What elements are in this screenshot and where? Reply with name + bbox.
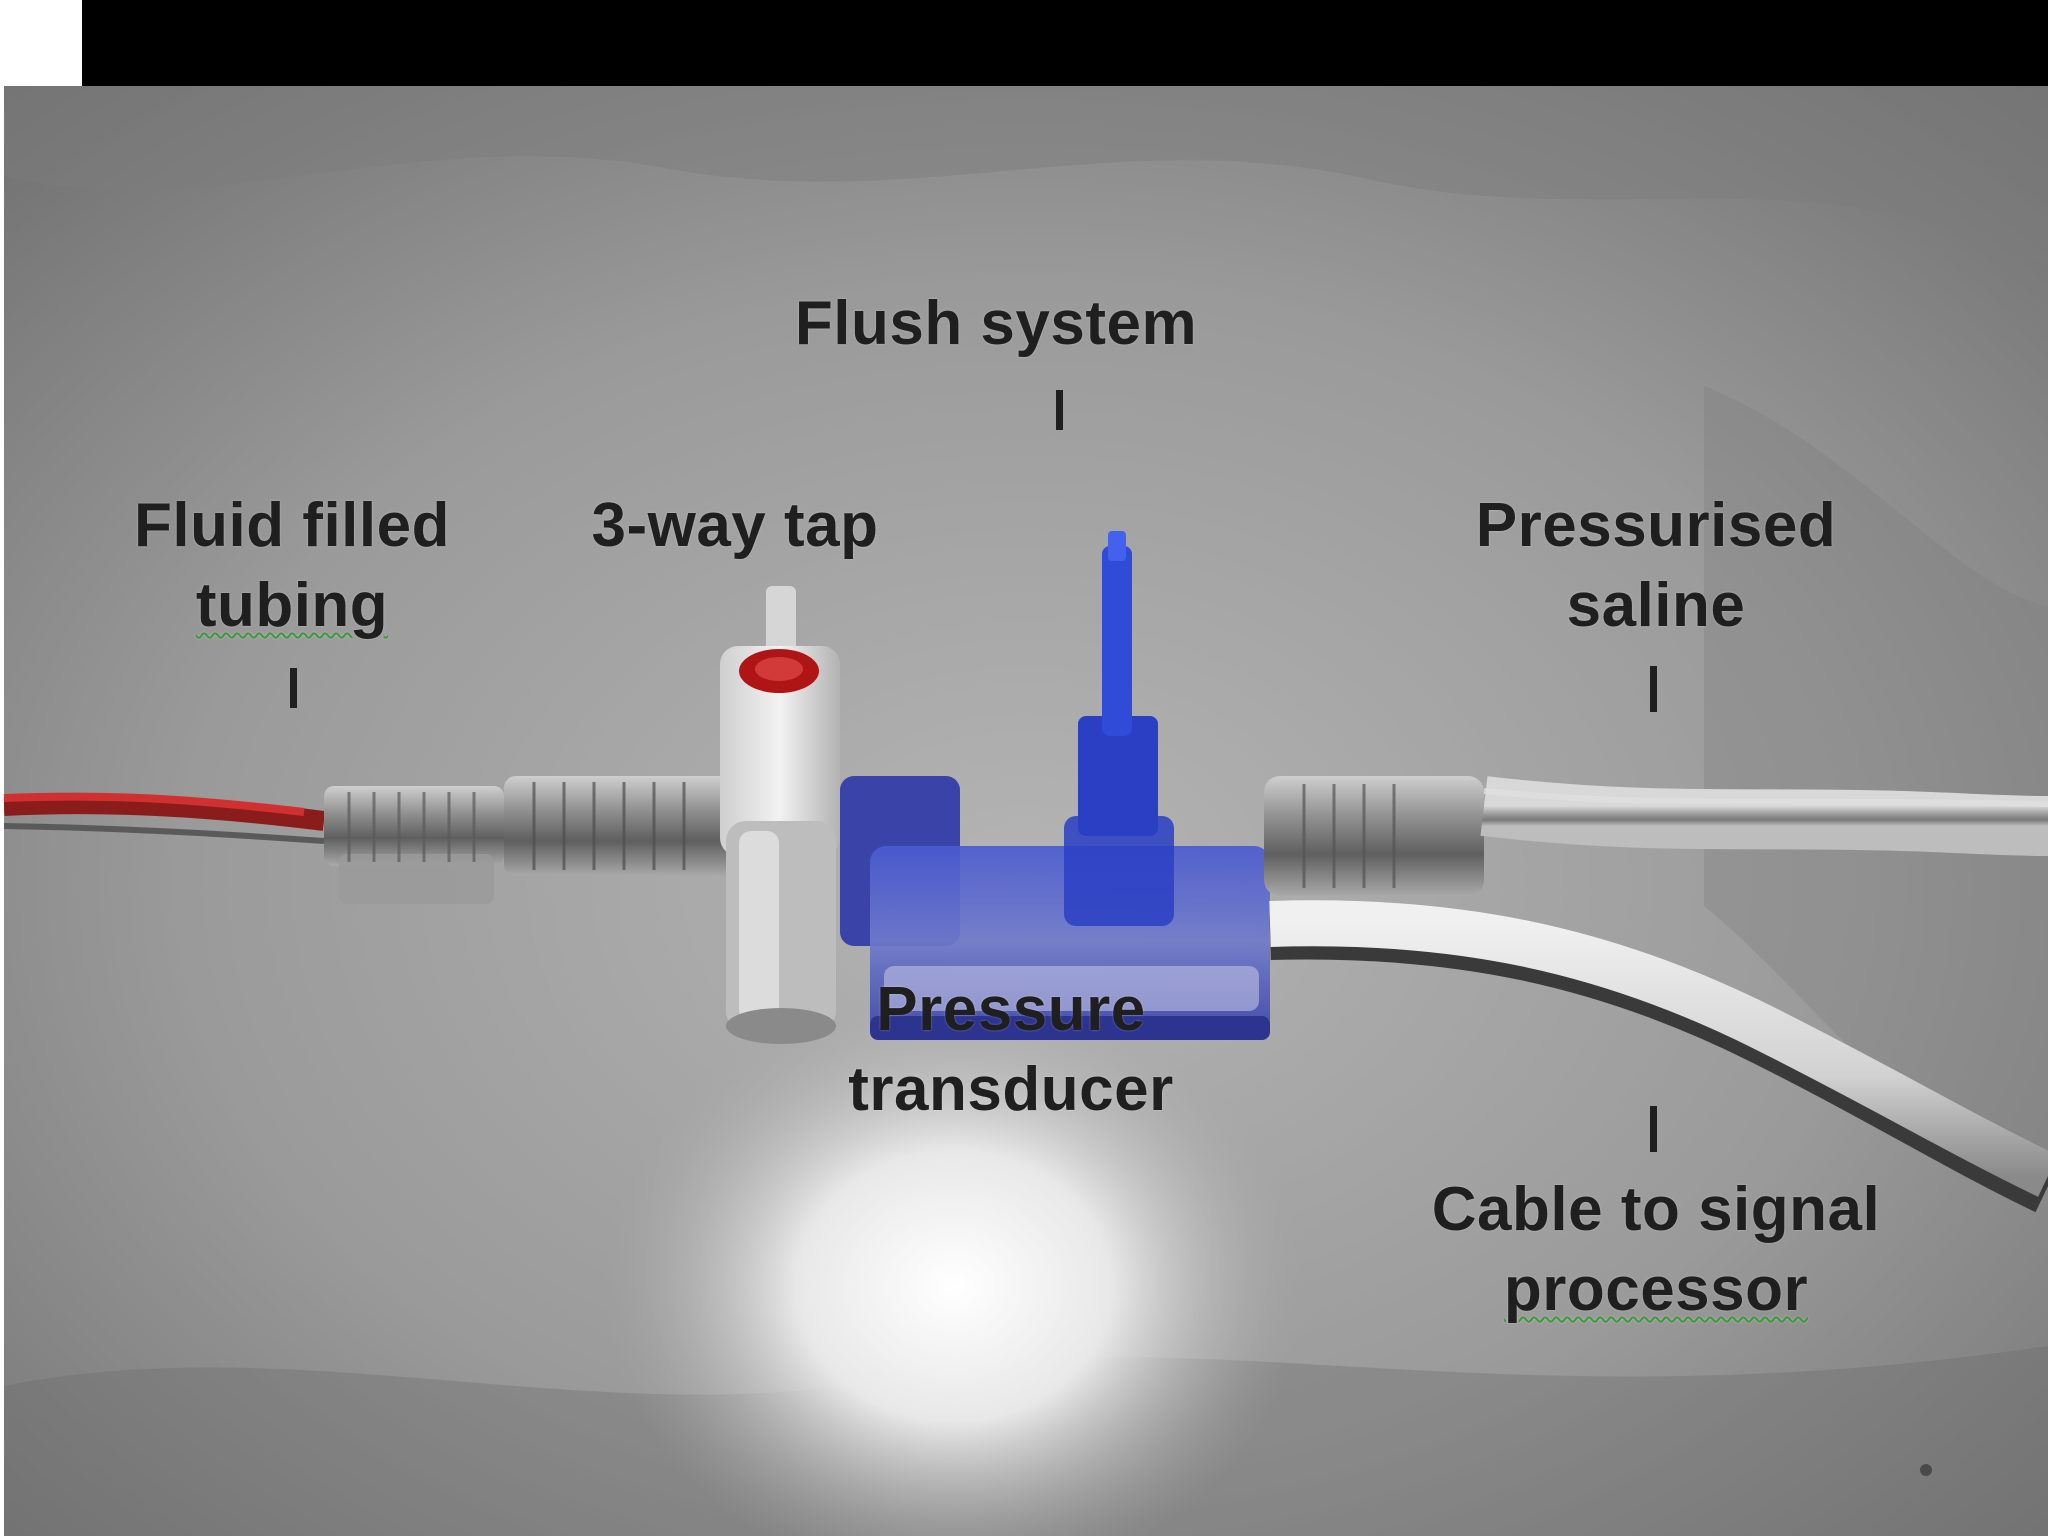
label-cable-to-signal-processor: Cable to signal processor [1396, 1170, 1916, 1330]
tick-fluid-filled-tubing [290, 668, 297, 708]
label-fluid-filled-tubing: Fluid filled tubing [112, 486, 472, 646]
label-fluid-filled-line1: Fluid filled [134, 491, 450, 560]
tick-pressurised-saline [1650, 666, 1657, 712]
label-pressurised-saline: Pressurised saline [1436, 486, 1876, 646]
tick-flush-system [1056, 390, 1063, 430]
label-pressure-transducer: Pressure transducer [816, 970, 1206, 1130]
label-pressurised-line1: Pressurised [1475, 491, 1837, 560]
label-flush-system-text: Flush system [794, 289, 1198, 358]
left-white-strip [0, 86, 4, 1536]
top-black-bar [82, 0, 2048, 86]
label-pressurised-line2: saline [1566, 571, 1746, 640]
label-pressure-line1: Pressure [876, 975, 1146, 1044]
label-cable-line2: processor [1503, 1255, 1809, 1324]
label-3-way-tap: 3-way tap [570, 486, 900, 566]
label-fluid-filled-line2: tubing [195, 571, 389, 640]
photo-illustration [4, 86, 2048, 1536]
tick-cable-to-signal-processor [1650, 1106, 1657, 1152]
label-3-way-tap-text: 3-way tap [591, 491, 879, 560]
label-cable-line1: Cable to signal [1431, 1175, 1881, 1244]
label-flush-system: Flush system [776, 284, 1216, 364]
transducer-photo [4, 86, 2048, 1536]
label-pressure-line2: transducer [848, 1055, 1174, 1124]
